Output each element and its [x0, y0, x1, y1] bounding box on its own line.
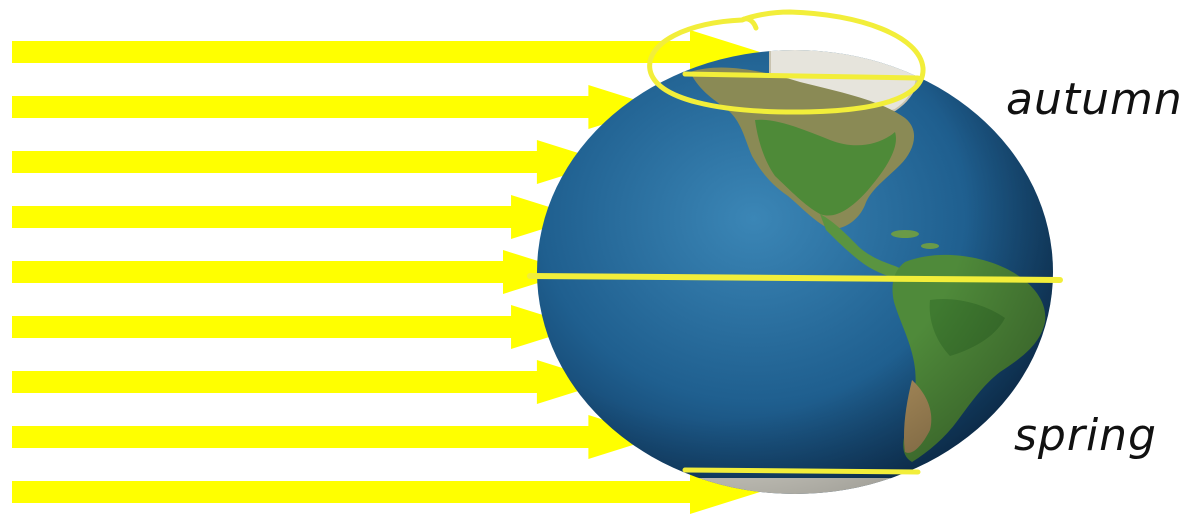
spring-label: spring: [1014, 410, 1157, 461]
sun-ray-arrow: [12, 195, 581, 239]
antarctic-circle-line: [685, 470, 918, 472]
sun-ray-arrow: [12, 140, 607, 184]
sun-ray-arrow: [12, 415, 658, 459]
autumn-label: autumn: [1006, 74, 1183, 125]
equator-line: [530, 276, 1060, 280]
sun-ray-arrow: [12, 250, 573, 294]
sun-ray-arrow: [12, 305, 581, 349]
sun-ray-arrow: [12, 470, 760, 514]
sun-ray-arrow: [12, 85, 658, 129]
sun-ray-arrow: [12, 360, 607, 404]
